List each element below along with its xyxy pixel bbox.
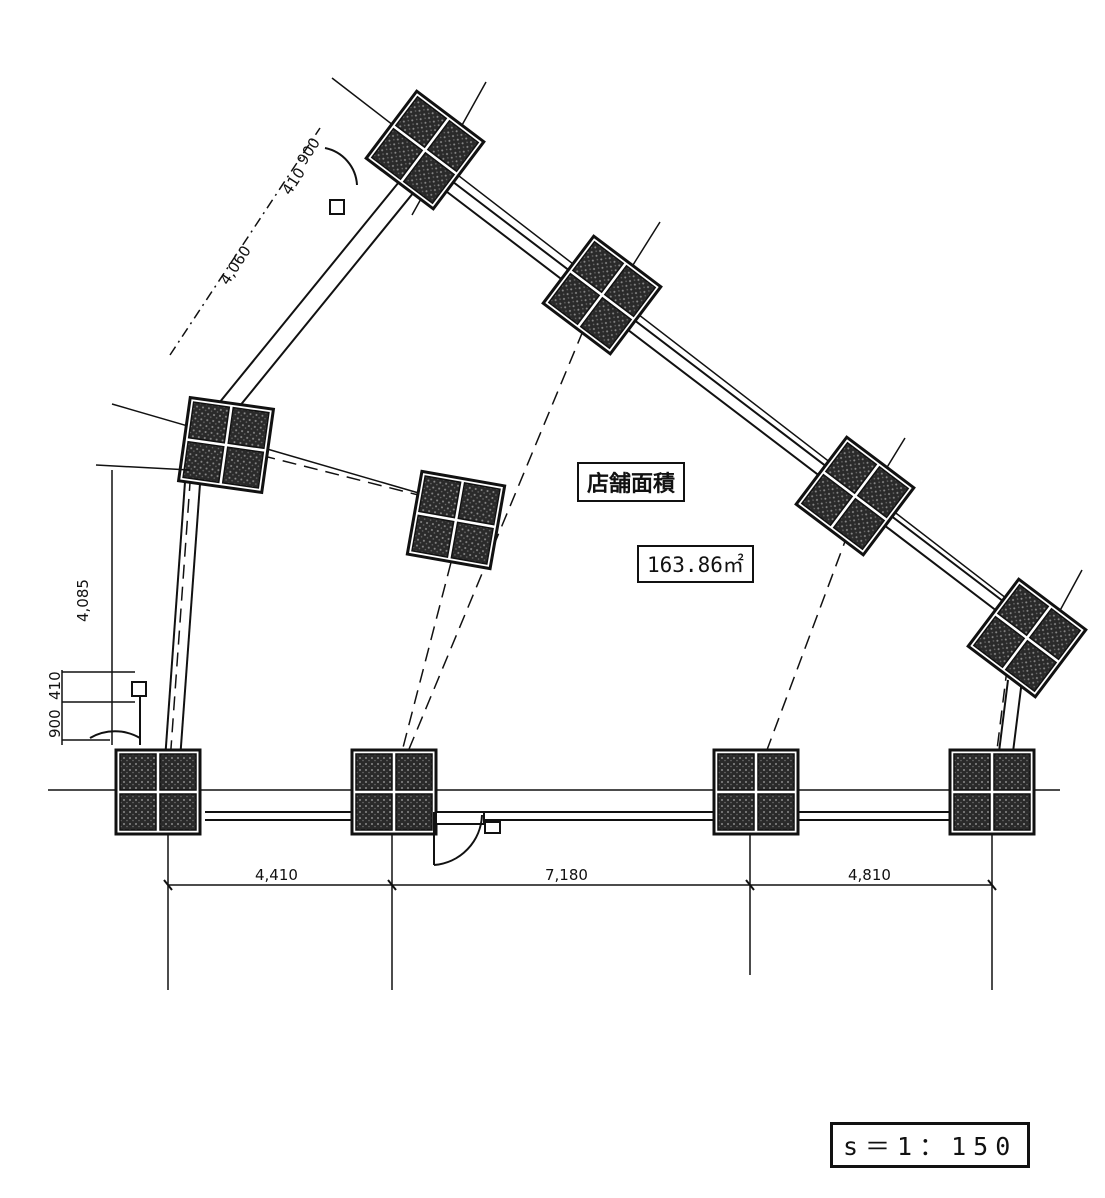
door-left	[89, 681, 147, 745]
column-bottom-3	[712, 748, 800, 836]
column-bottom-2	[350, 748, 438, 836]
column-bottom-1	[114, 748, 202, 836]
floor-area-value: 163.86㎡	[637, 545, 754, 583]
floor-area-title: 店舗面積	[577, 462, 686, 502]
door-upper-left	[324, 147, 358, 215]
column-center	[405, 469, 507, 571]
door-bottom	[433, 811, 501, 866]
dimension-bottom-3: 4,810	[848, 866, 891, 884]
dimension-left-main: 4,085	[74, 579, 92, 622]
dimension-ticks	[163, 879, 997, 891]
dimension-left-410: 410	[46, 671, 64, 700]
dimension-bottom-2: 7,180	[545, 866, 588, 884]
column-bottom-4	[948, 748, 1036, 836]
dashed-grid-lines	[167, 289, 1011, 791]
dimension-upper-410: 410	[278, 164, 309, 198]
grid-lines	[48, 77, 1083, 990]
scale-label: s＝1：150	[830, 1122, 1031, 1168]
dimension-upper-main: 4,060	[216, 242, 254, 288]
dimension-lines	[61, 127, 992, 886]
dimension-upper-900: 900	[293, 134, 324, 168]
dimension-bottom-1: 4,410	[255, 866, 298, 884]
walls	[164, 149, 1023, 821]
column-right-mid	[794, 435, 916, 557]
column-left-upper	[177, 396, 275, 494]
dimension-left-900: 900	[46, 709, 64, 738]
